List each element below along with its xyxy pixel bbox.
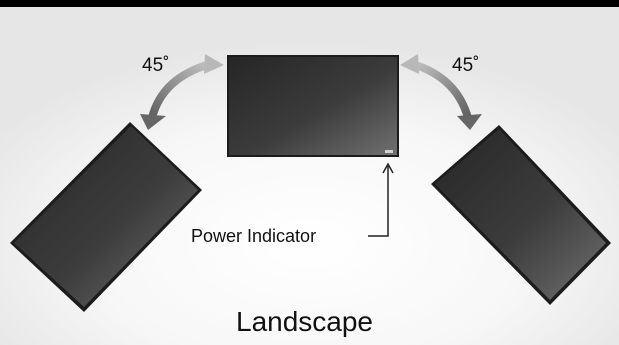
- right-arrow-head-down: [457, 114, 482, 130]
- left-angle-label: 45˚: [142, 55, 170, 76]
- power-indicator-label: Power Indicator: [191, 226, 317, 246]
- left-arrow-head-down: [140, 114, 166, 130]
- right-angle-label: 45˚: [452, 55, 480, 76]
- right-arrow-head-left: [400, 54, 419, 74]
- left-rotation-arrow: [140, 54, 224, 130]
- right-tilted-panel: [431, 125, 611, 305]
- left-tilted-panel: [10, 122, 202, 312]
- power-indicator-light: [385, 150, 393, 153]
- top-border: [0, 0, 619, 7]
- orientation-caption: Landscape: [236, 306, 374, 337]
- left-arrow-head-right: [204, 54, 224, 74]
- power-indicator-leader: [368, 162, 394, 237]
- right-rotation-arrow: [400, 54, 482, 130]
- center-landscape-panel: [227, 55, 399, 157]
